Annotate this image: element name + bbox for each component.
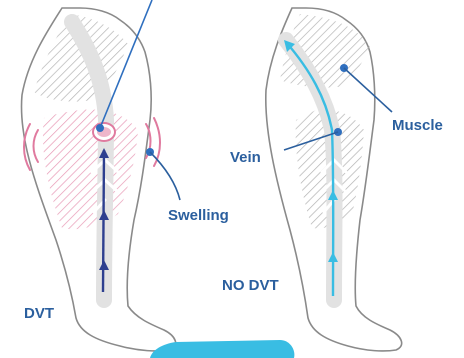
right-leg (266, 8, 402, 351)
no-dvt-label: NO DVT (222, 277, 279, 294)
swelling-label: Swelling (168, 207, 229, 224)
muscle-label: Muscle (392, 117, 443, 134)
clot-marker-icon (93, 123, 115, 141)
swelling-leader-line (150, 152, 180, 200)
vein-label: Vein (230, 149, 261, 166)
left-blood-flow-line (103, 150, 104, 292)
left-leg (21, 0, 180, 351)
dvt-label: DVT (24, 305, 54, 322)
